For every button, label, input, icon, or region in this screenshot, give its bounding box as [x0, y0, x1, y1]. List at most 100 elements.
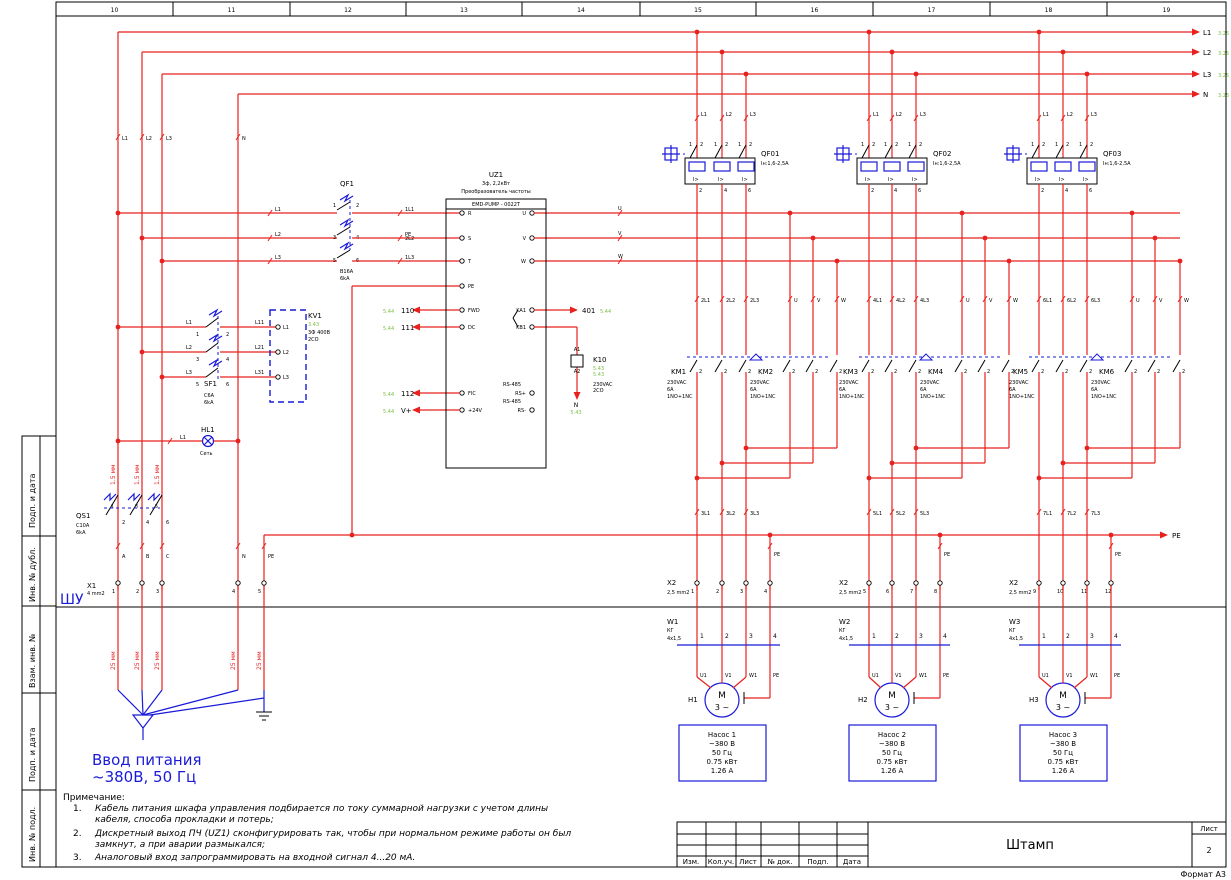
motor-lead: [1073, 676, 1088, 689]
motor-lead: [868, 676, 882, 689]
uz1-input-terminal: [459, 210, 465, 216]
breaker-i-mark: I>: [912, 177, 918, 183]
pump-breaker-tag: QF03: [1103, 150, 1121, 158]
breaker-pin: 4: [724, 188, 727, 194]
qf1-contact: [336, 249, 351, 259]
pump-pe-label: PE: [1115, 552, 1121, 558]
bus-arrow-N: [1192, 90, 1200, 98]
breaker-contact: [884, 144, 893, 159]
tick: [866, 295, 872, 303]
format-label: Формат А3: [1180, 870, 1226, 879]
hl1-label: Сеть: [200, 451, 212, 457]
pump-breaker-tag: QF01: [761, 150, 779, 158]
x2-tag: X2: [667, 579, 676, 587]
x2-pin: 4: [764, 589, 767, 595]
tick: [115, 542, 121, 550]
qs1-pin: 4: [146, 520, 149, 526]
uz1-box: [445, 198, 547, 469]
cable-section-in: 25 мм: [134, 651, 141, 670]
kv1-tag: KV1: [308, 312, 322, 320]
cable-section-up: 1.5 мм: [134, 464, 141, 485]
qf1-pin: 5: [333, 258, 336, 264]
sf1-pin: 4: [226, 357, 229, 363]
contactor-contact: [1031, 359, 1040, 373]
feed-tick: [139, 133, 145, 141]
pump-spec-line: ~380 В: [709, 740, 735, 748]
stamp-col-date: Дата: [843, 858, 861, 866]
qf1-tag: QF1: [340, 180, 354, 188]
tick: [743, 114, 749, 122]
pump-top-label: L1: [1043, 112, 1049, 118]
crossover-junction: [1036, 475, 1042, 481]
pump-uvw-label: W: [1013, 298, 1018, 304]
breaker-pin: 2: [699, 188, 702, 194]
uz1-rs485: RS-485: [503, 382, 521, 388]
contactor-pin: 2: [839, 369, 842, 375]
cable-section-in: 25 мм: [256, 651, 263, 670]
uz1-io-arrow: [412, 323, 420, 331]
x2-pin: 6: [886, 589, 889, 595]
pump-uvw-label: W: [841, 298, 846, 304]
uz1-io-arrow: [412, 406, 420, 414]
qf1-rating: B16A: [340, 269, 354, 275]
uz1-out-label-U: U: [618, 206, 622, 212]
breaker-pin: 2: [700, 142, 703, 148]
breaker-pin: 1: [908, 142, 911, 148]
qf1-pin: 1: [333, 203, 336, 209]
pump-top-label: L1: [873, 112, 879, 118]
pump-top-label: L3: [920, 112, 926, 118]
tick: [617, 209, 623, 217]
note-2-num: 2.: [73, 829, 82, 839]
hl1-lamp-cross: [203, 436, 213, 446]
pump-top-label: L2: [726, 112, 732, 118]
breaker-pin: 2: [749, 142, 752, 148]
x2-pin: 10: [1057, 589, 1063, 595]
uz1-io-terminal: [459, 307, 465, 313]
qf1-contact: [336, 201, 351, 211]
pump-low-label: 3L3: [750, 511, 759, 517]
motor-terminal-label: PE: [943, 673, 949, 679]
bus-arrow-L3: [1192, 70, 1200, 78]
tick: [1060, 295, 1066, 303]
tick: [1006, 295, 1012, 303]
sf1-trip-mark: [208, 333, 223, 343]
uz1-term-V: V: [523, 236, 527, 242]
pump-spec-line: 50 Гц: [882, 749, 902, 757]
cable-section-in: 25 мм: [230, 651, 237, 670]
uz1-out-label-W: W: [618, 254, 623, 260]
tick: [1060, 114, 1066, 122]
uz1-term-R: R: [468, 211, 472, 217]
qf1-trip-mark: [339, 241, 354, 251]
pump-low-label: 7L1: [1043, 511, 1052, 517]
pump-low-label: 5L3: [920, 511, 929, 517]
tick: [261, 542, 267, 550]
x2-pin: 3: [740, 589, 743, 595]
stamp-col-list: Лист: [739, 858, 757, 866]
breaker-pin: 1: [689, 142, 692, 148]
breaker-pole: [883, 161, 901, 172]
uz1-io-ref: 5.44: [383, 392, 394, 398]
motor-terminal-label: PE: [773, 673, 779, 679]
column-number-18: 18: [1045, 7, 1053, 14]
contactor-a-spec: 230VAC: [839, 380, 859, 386]
uz1-io-ref: 5.44: [383, 309, 394, 315]
motor-symbol: M: [718, 691, 726, 701]
pump-cable-type: КГ: [667, 628, 674, 634]
motor-tag: H1: [688, 696, 698, 704]
x1-pin-4: 4: [232, 589, 235, 595]
kv1-term-label: L3: [283, 375, 289, 381]
motor-symbol: M: [888, 691, 896, 701]
x1-terminal: [115, 580, 121, 586]
contactor-contact: [829, 359, 838, 373]
x2-pin: 1: [691, 589, 694, 595]
crossover-junction: [719, 460, 725, 466]
contactor-contact: [782, 359, 791, 373]
pump-uvw-label: V: [1159, 298, 1163, 304]
tick: [397, 257, 403, 265]
tick: [1129, 295, 1135, 303]
pump-low-label: 3L2: [726, 511, 735, 517]
column-number-14: 14: [577, 7, 585, 14]
k10-spec2: 2CO: [593, 388, 604, 394]
uz1-ka1-terminal: [529, 307, 535, 313]
